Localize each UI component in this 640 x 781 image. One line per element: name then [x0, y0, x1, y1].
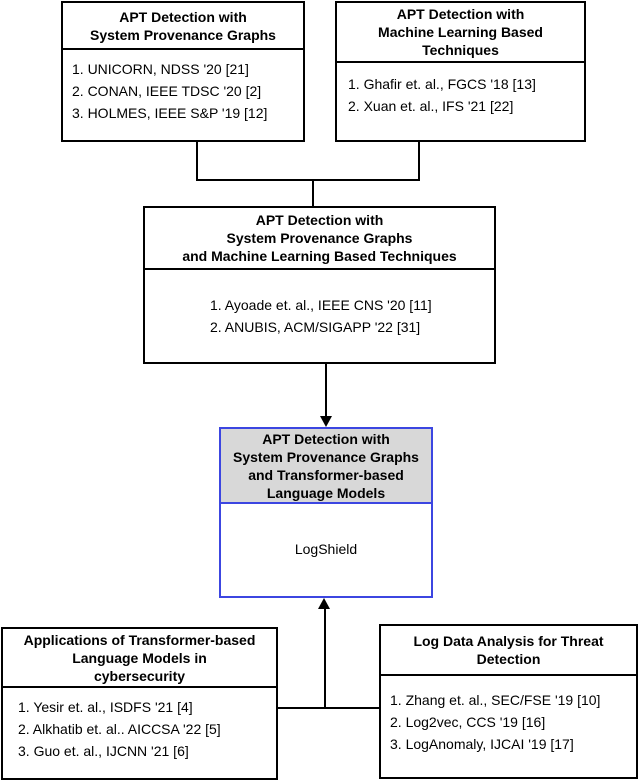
- header-line: cybersecurity: [93, 667, 186, 684]
- header-line: System Provenance Graphs: [233, 448, 419, 465]
- box-apt-provenance-graphs-header: APT Detection with System Provenance Gra…: [63, 3, 303, 50]
- logshield-label: LogShield: [294, 541, 358, 557]
- arrow-bottom-to-logshield-shaft: [324, 607, 326, 709]
- header-line: and Machine Learning Based Techniques: [182, 248, 457, 264]
- box-log-threat-detection-header: Log Data Analysis for Threat Detection: [381, 626, 636, 676]
- connector-topright-drop: [418, 140, 420, 181]
- header-line: System Provenance Graphs: [226, 230, 413, 246]
- box-log-threat-detection: Log Data Analysis for Threat Detection 1…: [379, 624, 638, 779]
- citation-item: 1. Yesir et. al., ISDFS '21 [4]: [18, 699, 193, 715]
- box-log-threat-detection-list: 1. Zhang et. al., SEC/FSE '19 [10] 2. Lo…: [381, 676, 636, 755]
- citation-item: 3. Guo et. al., IJCNN '21 [6]: [18, 743, 189, 759]
- box-apt-provenance-graphs-list: 1. UNICORN, NDSS '20 [21] 2. CONAN, IEEE…: [63, 50, 303, 124]
- header-line: APT Detection with: [255, 212, 384, 228]
- citation-item: 1. Zhang et. al., SEC/FSE '19 [10]: [390, 692, 601, 708]
- header-line: Techniques: [422, 42, 499, 58]
- citation-item: 2. ANUBIS, ACM/SIGAPP '22 [31]: [210, 319, 421, 335]
- connector-merge-horizontal: [196, 179, 420, 181]
- header-line: Language Models: [266, 484, 386, 501]
- box-transformer-cybersecurity-list: 1. Yesir et. al., ISDFS '21 [4] 2. Alkha…: [3, 688, 276, 762]
- header-line: Language Models in: [72, 649, 207, 666]
- header-line: Machine Learning Based: [378, 24, 543, 40]
- box-transformer-cybersecurity: Applications of Transformer-based Langua…: [1, 627, 278, 780]
- box-apt-provenance-ml: APT Detection with System Provenance Gra…: [143, 206, 496, 364]
- citation-item: 2. Alkhatib et. al.. AICCSA '22 [5]: [18, 721, 221, 737]
- citation-item: 1. UNICORN, NDSS '20 [21]: [72, 61, 249, 77]
- connector-bottom-horizontal: [277, 707, 380, 709]
- header-line: and Transformer-based: [248, 466, 404, 483]
- arrow-down-icon: [320, 416, 332, 427]
- arrow-middle-to-logshield-shaft: [325, 362, 327, 418]
- citation-item: 2. Xuan et. al., IFS '21 [22]: [348, 98, 514, 114]
- header-line: Detection: [476, 651, 541, 667]
- box-apt-provenance-ml-list: 1. Ayoade et. al., IEEE CNS '20 [11] 2. …: [145, 270, 494, 338]
- box-transformer-cybersecurity-header: Applications of Transformer-based Langua…: [3, 629, 276, 688]
- header-line: System Provenance Graphs: [90, 26, 276, 43]
- box-apt-machine-learning: APT Detection with Machine Learning Base…: [335, 1, 586, 142]
- header-line: Applications of Transformer-based: [23, 631, 256, 648]
- header-line: APT Detection with: [119, 8, 247, 25]
- box-logshield-header: APT Detection with System Provenance Gra…: [221, 429, 431, 504]
- header-line: APT Detection with: [262, 430, 390, 447]
- connector-topleft-drop: [196, 140, 198, 181]
- citation-item: 1. Ayoade et. al., IEEE CNS '20 [11]: [210, 297, 432, 313]
- connector-merge-drop: [312, 181, 314, 207]
- box-logshield: APT Detection with System Provenance Gra…: [219, 427, 433, 598]
- citation-item: 2. Log2vec, CCS '19 [16]: [390, 714, 546, 730]
- box-apt-machine-learning-list: 1. Ghafir et. al., FGCS '18 [13] 2. Xuan…: [337, 63, 584, 117]
- box-apt-machine-learning-header: APT Detection with Machine Learning Base…: [337, 3, 584, 63]
- citation-item: 3. LogAnomaly, IJCAI '19 [17]: [390, 736, 574, 752]
- citation-item: 1. Ghafir et. al., FGCS '18 [13]: [348, 76, 536, 92]
- box-apt-provenance-graphs: APT Detection with System Provenance Gra…: [61, 1, 305, 142]
- header-line: Log Data Analysis for Threat: [413, 633, 604, 649]
- box-apt-provenance-ml-header: APT Detection with System Provenance Gra…: [145, 208, 494, 270]
- arrow-up-icon: [318, 598, 330, 609]
- header-line: APT Detection with: [396, 6, 525, 22]
- citation-item: 2. CONAN, IEEE TDSC '20 [2]: [72, 83, 262, 99]
- citation-item: 3. HOLMES, IEEE S&P '19 [12]: [72, 105, 268, 121]
